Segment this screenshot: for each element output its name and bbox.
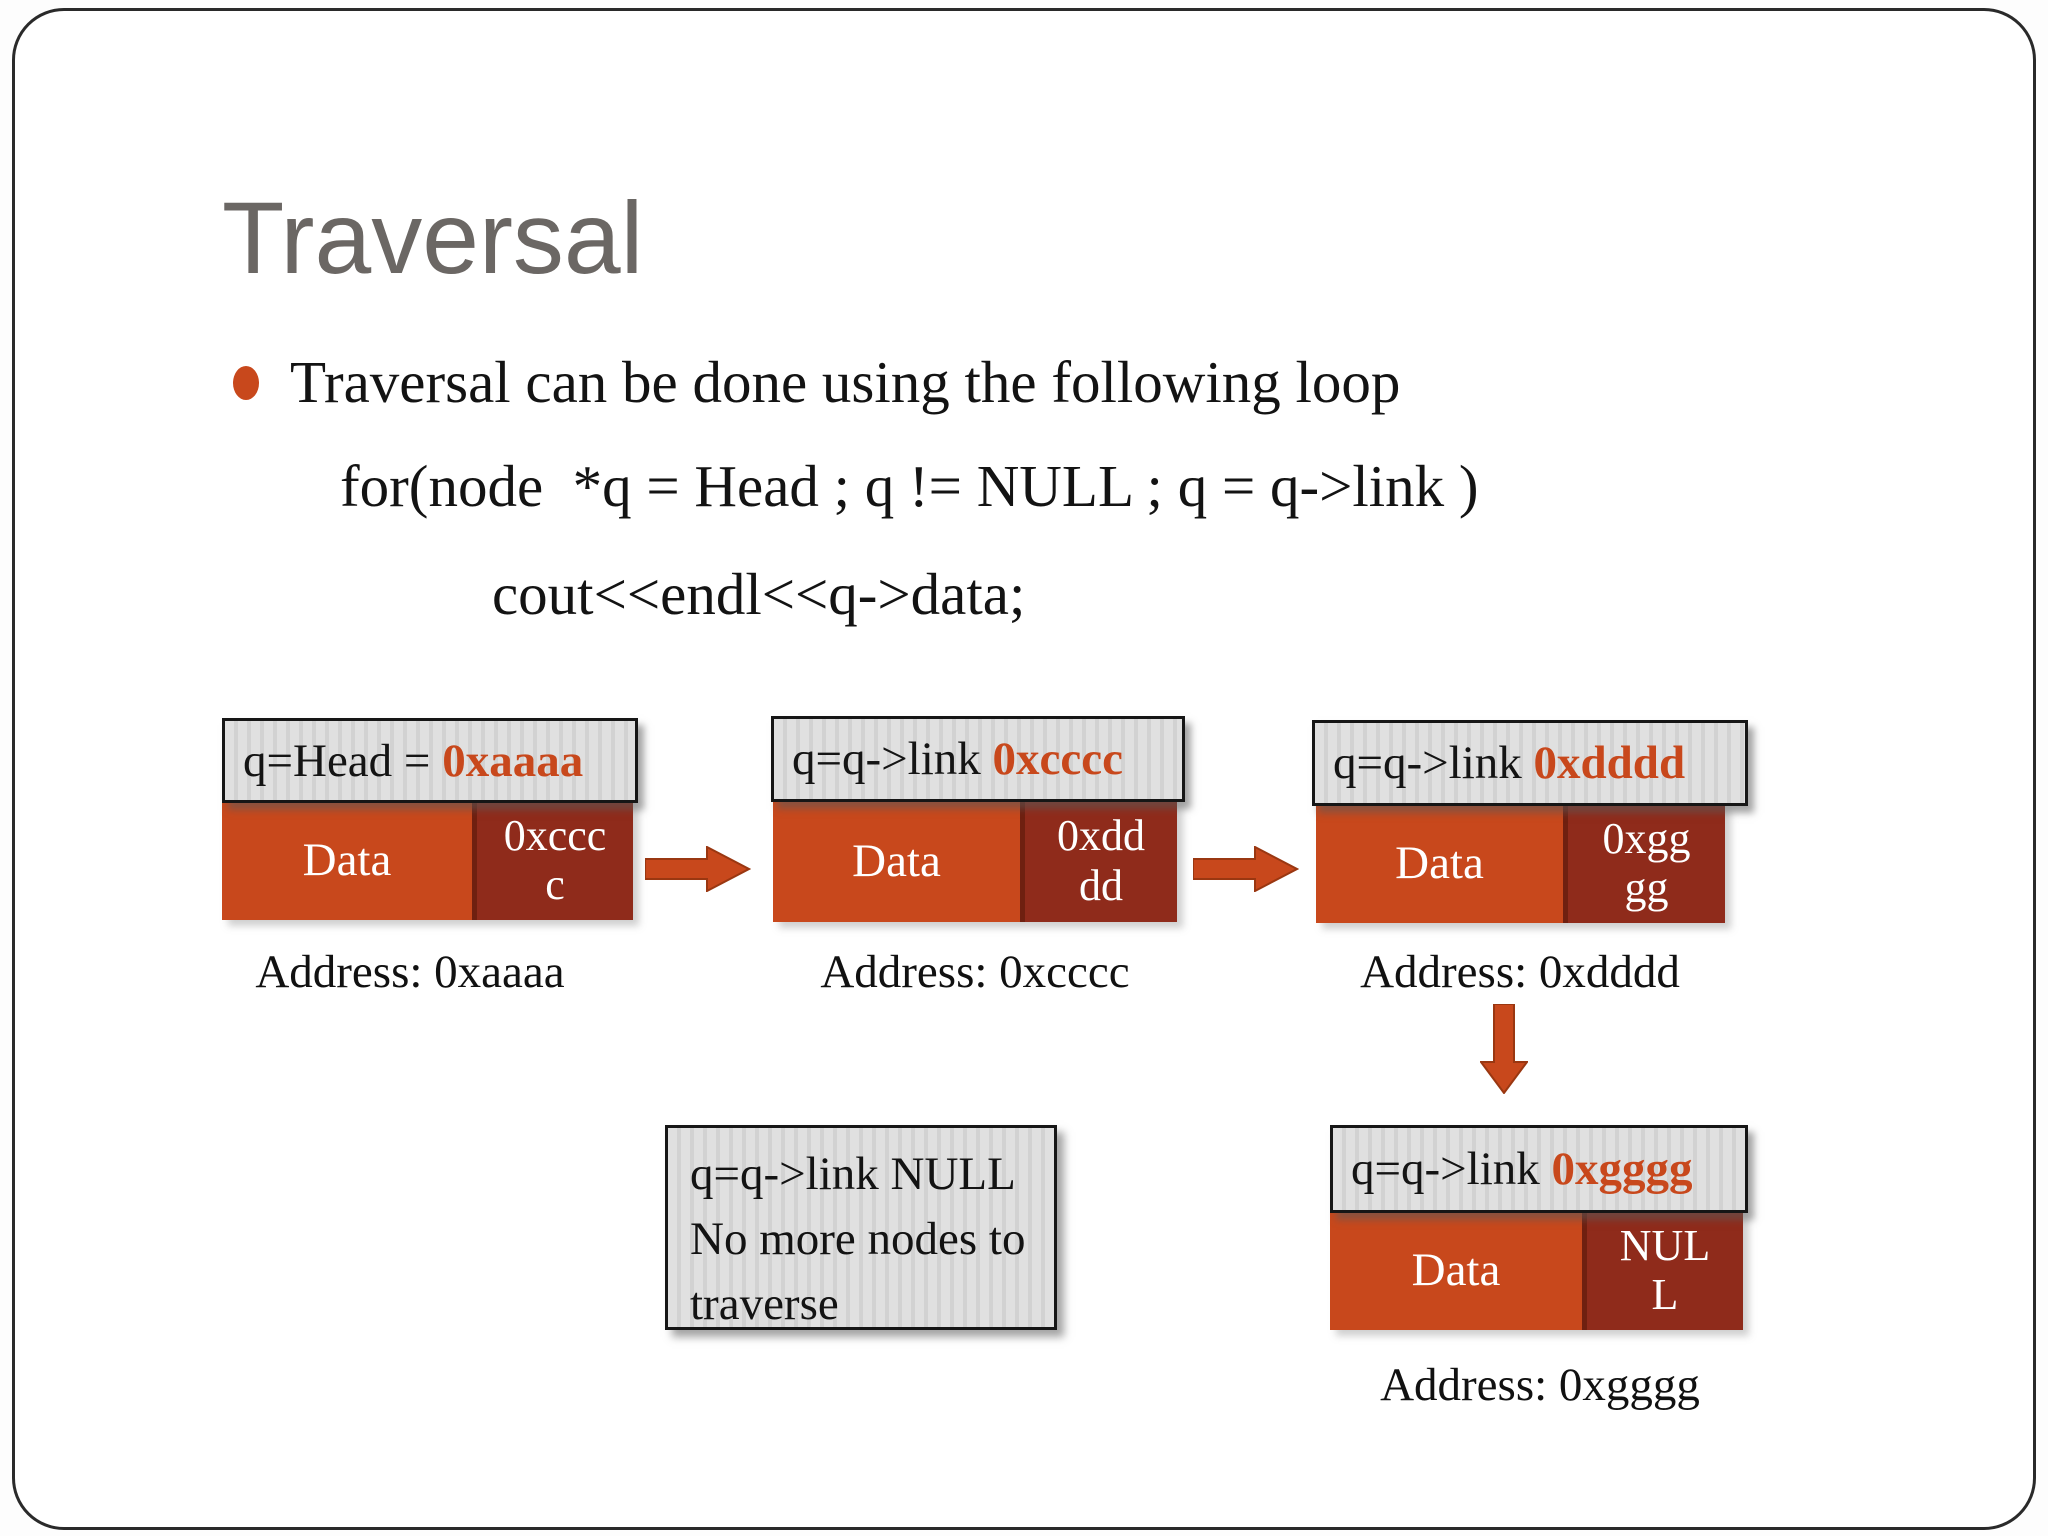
- node-4-header-text: q=q->link: [1351, 1143, 1552, 1195]
- node-3-data-cell: Data: [1316, 803, 1563, 923]
- node-1-header-address: 0xaaaa: [442, 734, 584, 787]
- bullet-text: Traversal can be done using the followin…: [290, 349, 1401, 415]
- node-1-header-text: q=Head =: [243, 734, 443, 787]
- arrow-right-icon: [1193, 846, 1299, 892]
- node-2-link-cell: 0xdddd: [1020, 799, 1177, 922]
- node-1-data-cell: Data: [222, 800, 472, 920]
- node-4-link-cell: NULL: [1582, 1210, 1743, 1330]
- node-3-header-text: q=q->link: [1333, 737, 1534, 789]
- node-1-address-caption: Address: 0xaaaa: [255, 946, 565, 998]
- node-4-data-cell: Data: [1330, 1210, 1582, 1330]
- code-line-1: for(node *q = Head ; q != NULL ; q = q->…: [340, 453, 1479, 519]
- node-2: Data 0xdddd: [773, 799, 1177, 922]
- node-1: Data 0xcccc: [222, 800, 633, 920]
- arrow-down-icon: [1480, 1004, 1528, 1094]
- node-3-header-address: 0xdddd: [1533, 737, 1686, 789]
- node-3-header: q=q->link 0xdddd: [1312, 720, 1748, 806]
- arrow-right-icon: [645, 846, 751, 892]
- bullet-icon: [233, 366, 259, 400]
- node-1-link-cell: 0xcccc: [472, 800, 633, 920]
- page-title: Traversal: [222, 181, 644, 295]
- node-3: Data 0xgggg: [1316, 803, 1725, 923]
- node-4: Data NULL: [1330, 1210, 1743, 1330]
- node-4-header-address: 0xgggg: [1551, 1143, 1693, 1195]
- code-line-2: cout<<endl<<q->data;: [492, 561, 1026, 627]
- node-2-data-cell: Data: [773, 799, 1020, 922]
- node-4-address-caption: Address: 0xgggg: [1380, 1359, 1700, 1411]
- null-note-box: q=q->link NULL No more nodes to traverse: [665, 1125, 1057, 1330]
- node-2-header-text: q=q->link: [792, 733, 993, 785]
- node-4-header: q=q->link 0xgggg: [1330, 1125, 1748, 1213]
- null-note-line1: q=q->link NULL: [690, 1148, 1016, 1200]
- node-2-header: q=q->link 0xcccc: [771, 716, 1185, 802]
- null-note-line2: No more nodes to traverse: [690, 1212, 1026, 1330]
- node-1-header: q=Head = 0xaaaa: [222, 718, 638, 803]
- node-2-address-caption: Address: 0xcccc: [820, 946, 1130, 998]
- node-2-header-address: 0xcccc: [992, 733, 1123, 785]
- node-3-link-cell: 0xgggg: [1563, 803, 1725, 923]
- node-3-address-caption: Address: 0xdddd: [1360, 946, 1680, 998]
